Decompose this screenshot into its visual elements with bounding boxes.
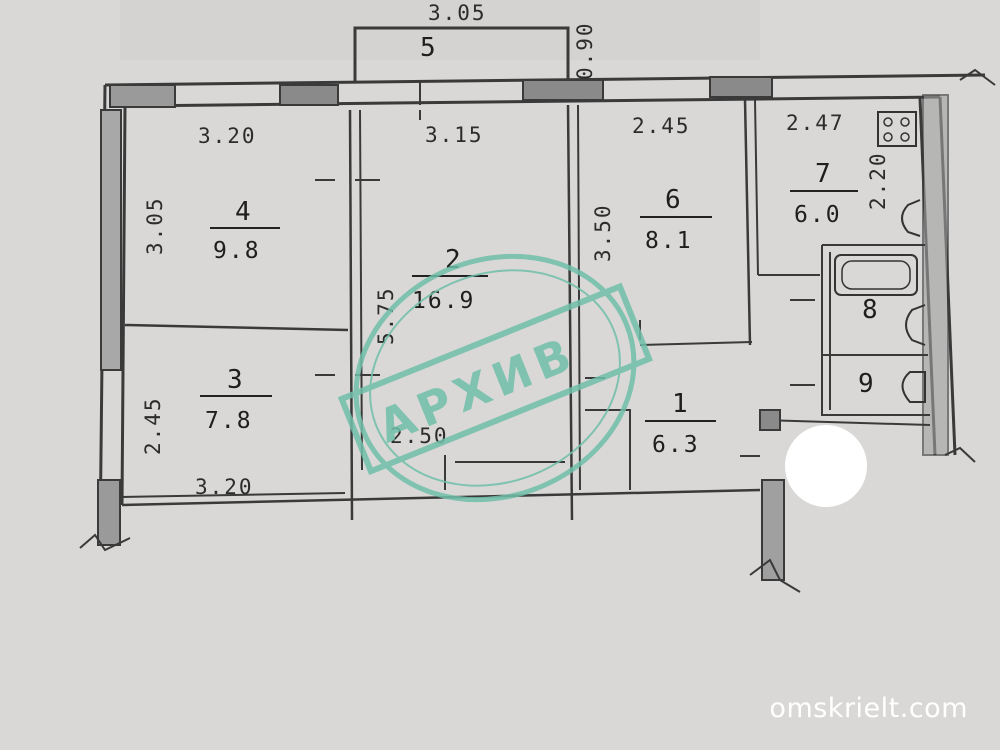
room-1-number: 1 — [672, 389, 689, 419]
room-4-number: 4 — [235, 197, 252, 227]
dim-room3-width: 3.20 — [195, 475, 254, 499]
dim-room6-depth: 3.50 — [591, 203, 615, 262]
dim-room6-width: 2.45 — [632, 114, 691, 138]
room-3-number: 3 — [227, 365, 244, 395]
entrance-marker — [785, 425, 867, 507]
bathtub-icon — [834, 254, 918, 296]
dim-room3-depth: 2.45 — [141, 396, 165, 455]
toilet-icon — [901, 371, 926, 403]
dim-room4-width: 3.20 — [198, 124, 257, 148]
sink-icon — [901, 199, 921, 237]
dim-room7-width: 2.47 — [786, 111, 845, 135]
room-8-number: 8 — [862, 295, 879, 325]
room-6-area: 8.1 — [645, 228, 693, 254]
room-4-area: 9.8 — [213, 238, 261, 264]
stove-icon — [877, 111, 917, 147]
fixtures — [834, 111, 926, 403]
dim-room4-depth: 3.05 — [143, 196, 167, 255]
room-labels: 5 4 9.8 2 16.9 3 7.8 6 8.1 7 6.0 8 9 1 6… — [200, 33, 879, 458]
dim-balcony-depth: 0.90 — [573, 21, 597, 80]
walls — [79, 26, 996, 593]
dimension-labels: 3.05 0.90 3.20 3.05 3.15 5.75 2.50 2.45 … — [141, 1, 890, 499]
room-7-number: 7 — [815, 159, 832, 189]
dim-balcony-width: 3.05 — [428, 1, 487, 25]
site-watermark: omskrielt.com — [769, 693, 968, 724]
dim-room2-width: 3.15 — [425, 123, 484, 147]
room-3-area: 7.8 — [205, 408, 253, 434]
room-5-number: 5 — [420, 33, 437, 63]
room-9-number: 9 — [858, 369, 875, 399]
dim-room7-depth: 2.20 — [866, 151, 890, 210]
room-1-area: 6.3 — [652, 432, 700, 458]
room-7-area: 6.0 — [794, 202, 842, 228]
room-6-number: 6 — [665, 185, 682, 215]
washbasin-icon — [905, 304, 926, 346]
